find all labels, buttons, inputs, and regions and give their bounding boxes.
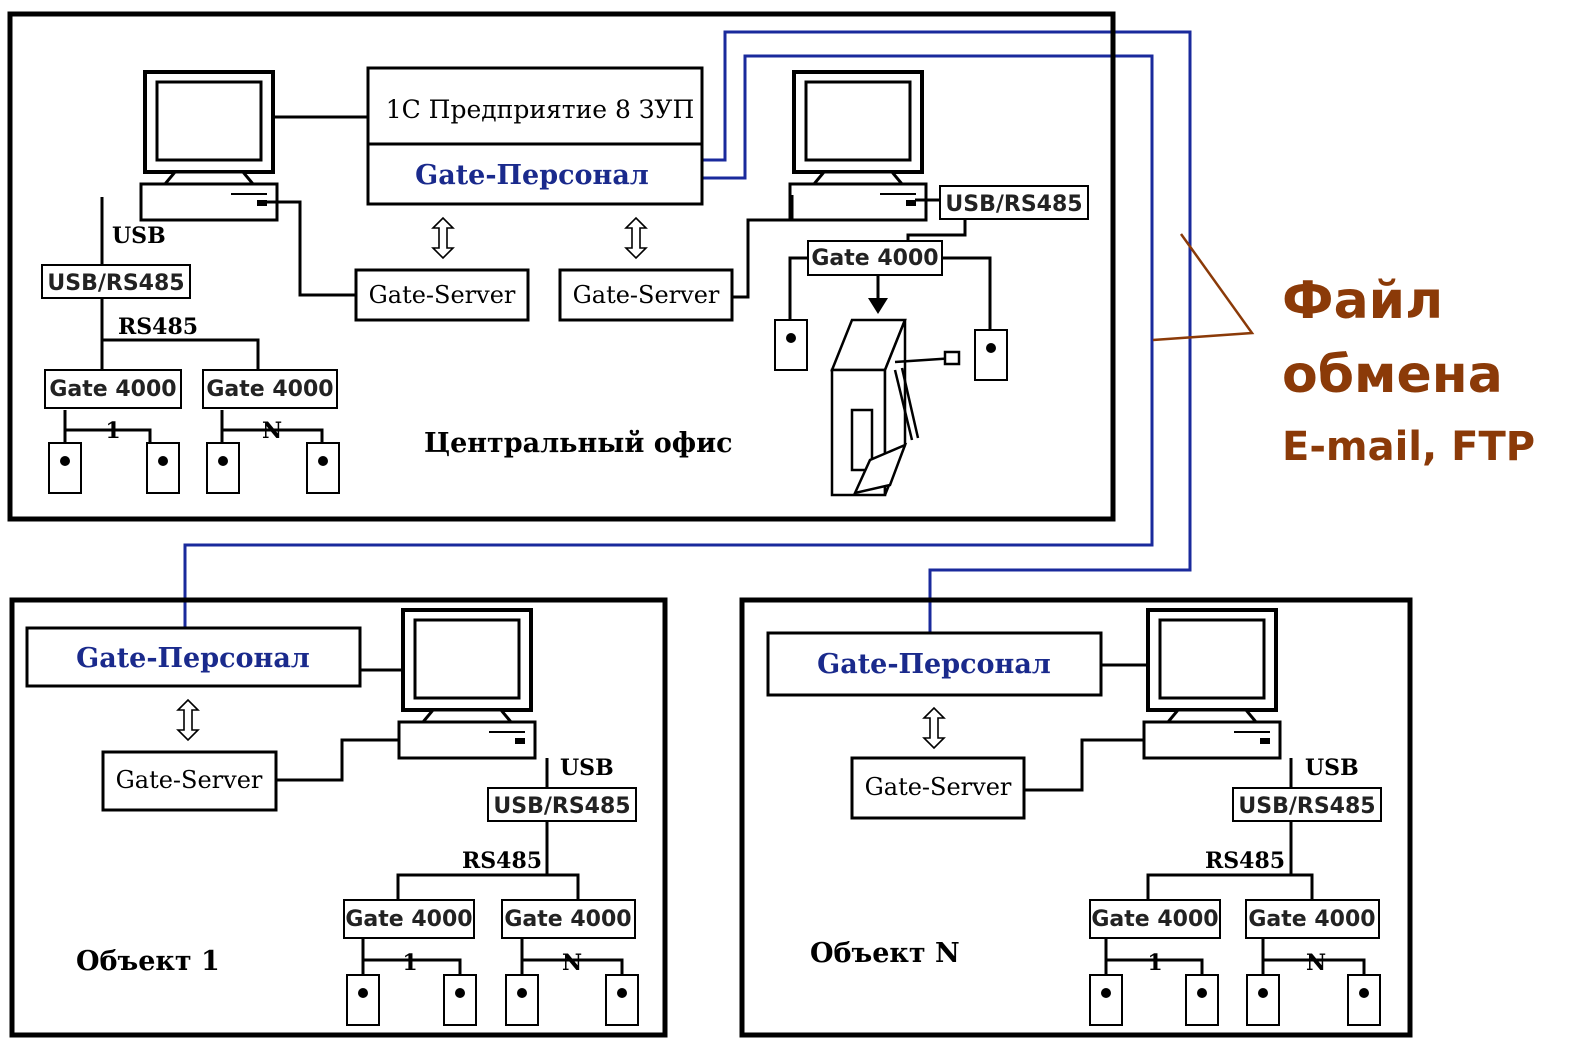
exchange-links: [183, 30, 1192, 633]
object1-gate4000-a: [343, 899, 475, 939]
app-1c-box: [366, 66, 704, 206]
objectN-gate4000-b-label: Gate 4000: [1248, 907, 1375, 932]
link-central-to-object1: [183, 54, 1154, 628]
objectN-frame: [739, 597, 1413, 1038]
double-arrow-icon: [432, 217, 454, 259]
object1-rs485-label: RS485: [462, 848, 542, 874]
objectN-rs485-label: RS485: [1205, 848, 1285, 874]
objectN-usb-rs485-label: USB/RS485: [1238, 794, 1375, 819]
object1-wires: [276, 668, 624, 975]
central-gate-server-left-label: Gate-Server: [369, 281, 516, 309]
objectN-gate4000-b: [1245, 899, 1380, 939]
objectN-gate-personal-label: Gate-Персонал: [817, 649, 1051, 680]
card-reader-icon: [346, 974, 380, 1026]
card-reader-icon: [206, 442, 240, 494]
double-arrow-icon: [177, 699, 199, 741]
objectN-caption: Объект N: [810, 938, 960, 969]
objectN-num-n: N: [1306, 950, 1326, 976]
card-reader-icon: [505, 974, 539, 1026]
object1-gate4000-a-label: Gate 4000: [345, 907, 472, 932]
object1-usb-rs485-box: [487, 787, 637, 822]
object1-gate-server-box: [101, 750, 278, 812]
central-usb-rs485-box-right: [939, 185, 1089, 220]
central-gate4000-a: [44, 369, 182, 409]
computer-icon: [1142, 608, 1282, 760]
card-reader-icon: [1089, 974, 1123, 1026]
central-num-n: N: [262, 418, 282, 444]
central-gate4000-b-label: Gate 4000: [206, 377, 333, 402]
card-reader-icon: [1185, 974, 1219, 1026]
down-arrow-icon: [868, 275, 888, 314]
central-gate4000-turnstile-label: Gate 4000: [811, 246, 938, 271]
object1-gate-personal-label: Gate-Персонал: [76, 643, 310, 674]
central-gate-server-left: [354, 268, 530, 322]
card-reader-icon: [306, 442, 340, 494]
objectN-usb-label: USB: [1305, 755, 1359, 781]
object1-gate-server-label: Gate-Server: [116, 766, 263, 794]
object1-usb-rs485-label: USB/RS485: [493, 794, 630, 819]
card-reader-icon: [146, 442, 180, 494]
exchange-note-line2: обмена: [1282, 345, 1503, 405]
central-gate4000-b: [202, 369, 338, 409]
objectN-gate4000-a-label: Gate 4000: [1091, 907, 1218, 932]
card-reader-icon: [443, 974, 477, 1026]
objectN-gate4000-a: [1089, 899, 1221, 939]
objectN-wires: [1020, 663, 1366, 975]
turnstile-icon: [830, 318, 961, 497]
card-reader-icon: [774, 319, 808, 371]
central-usb-label: USB: [112, 223, 166, 249]
central-gate-server-right-label: Gate-Server: [573, 281, 720, 309]
central-rs485-label: RS485: [118, 314, 198, 340]
central-gate-server-right: [558, 268, 734, 322]
computer-icon: [397, 608, 537, 760]
link-central-to-objectN: [702, 30, 1192, 633]
central-gate4000-turnstile: [807, 240, 943, 276]
card-reader-icon: [1246, 974, 1280, 1026]
central-office-caption: Центральный офис: [424, 428, 733, 459]
objectN-num-1: 1: [1147, 950, 1162, 976]
object1-frame: [9, 597, 668, 1038]
objectN-gate-personal-box: [766, 631, 1103, 697]
object1-caption: Объект 1: [76, 946, 220, 977]
central-gate4000-a-label: Gate 4000: [49, 377, 176, 402]
card-reader-icon: [605, 974, 639, 1026]
computer-icon: [139, 70, 279, 222]
objectN-usb-rs485-box: [1232, 787, 1382, 822]
computer-icon: [788, 70, 928, 222]
object1-gate4000-b-label: Gate 4000: [504, 907, 631, 932]
object1-usb-label: USB: [560, 755, 614, 781]
exchange-note-pointer: [1152, 233, 1255, 342]
object1-num-n: N: [562, 950, 582, 976]
central-office-frame: [7, 11, 1116, 522]
central-usb-rs485-label-left: USB/RS485: [47, 271, 184, 296]
central-gate-personal-label: Gate-Персонал: [415, 160, 649, 191]
central-num-1: 1: [105, 418, 120, 444]
objectN-gate-server-box: [850, 756, 1026, 820]
exchange-note-line3: E-mail, FTP: [1282, 424, 1535, 470]
central-usb-rs485-box-left: [41, 264, 191, 299]
object1-num-1: 1: [402, 950, 417, 976]
central-usb-rs485-label-right: USB/RS485: [945, 192, 1082, 217]
exchange-note-line1: Файл: [1282, 271, 1443, 331]
card-reader-icon: [48, 442, 82, 494]
card-reader-icon: [974, 329, 1008, 381]
app-1c-label: 1С Предприятие 8 ЗУП: [386, 95, 695, 124]
double-arrow-icon: [625, 217, 647, 259]
card-reader-icon: [1347, 974, 1381, 1026]
central-wires: [63, 115, 992, 445]
object1-gate4000-b: [501, 899, 636, 939]
objectN-gate-server-label: Gate-Server: [865, 773, 1012, 801]
object1-gate-personal-box: [25, 626, 362, 688]
double-arrow-icon: [923, 707, 945, 749]
